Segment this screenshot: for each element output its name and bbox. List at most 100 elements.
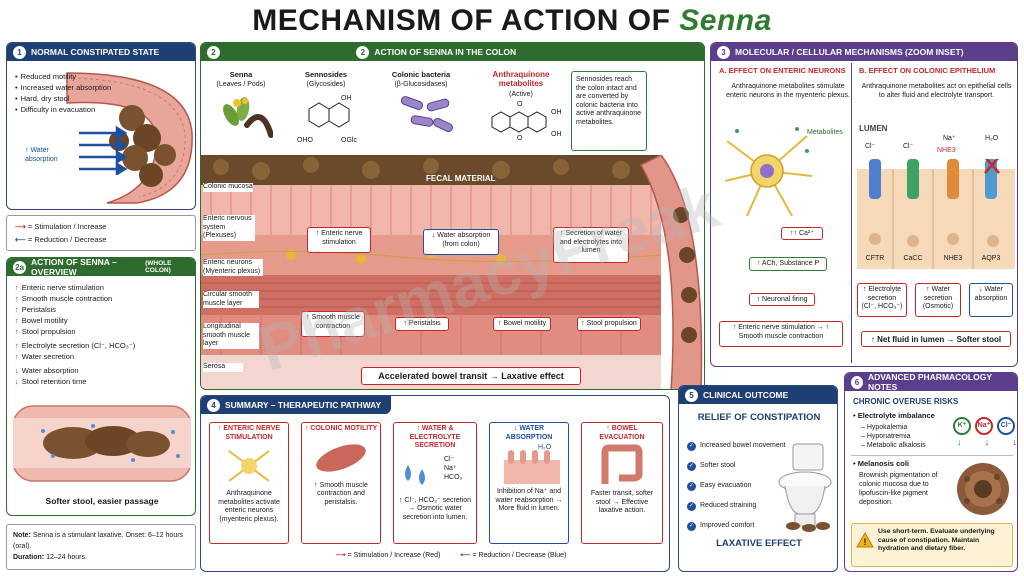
nhe3-top-label: NHE3 — [937, 147, 956, 154]
list-item: ✓Easy evacuation — [687, 482, 752, 491]
list-item: ✓Reduced straining — [687, 502, 757, 511]
blue-arrow-icon: ⟵ — [15, 235, 26, 244]
layer-label: Longitudinal smooth muscle layer — [203, 323, 259, 349]
potassium-ion-icon: K⁺ — [953, 417, 971, 435]
water-secretion-box: ↑ Water secretion (Osmotic) — [915, 283, 961, 317]
propulsion-box: ↑ Stool propulsion — [577, 317, 641, 331]
neuron-illustration — [724, 127, 813, 217]
layer-label: Colonic mucosa — [203, 183, 253, 192]
overview-caption: Softer stool, easier passage — [45, 496, 159, 506]
legend-arrows: ⟶ = Stimulation / Increase ⟵ = Reduction… — [6, 215, 196, 251]
lumen-label: LUMEN — [859, 124, 888, 133]
warning-box: ! Use short-term. Evaluate underlying ca… — [851, 523, 1013, 567]
warning-icon: ! — [856, 532, 874, 548]
water-arrows-icon — [79, 125, 127, 175]
chronic-overuse-title: CHRONIC OVERUSE RISKS — [853, 397, 959, 406]
panel-1-title: NORMAL CONSTIPATED STATE — [31, 47, 160, 57]
sennosides-sub: (Glycosides) — [306, 81, 346, 88]
anthra-name: Anthraquinone metabolites — [492, 70, 550, 88]
epithelium-illustration — [857, 159, 1015, 269]
channel-label: CFTR — [865, 255, 885, 262]
chloride-ion-icon: Cl⁻ — [997, 417, 1015, 435]
check-icon: ✓ — [687, 442, 696, 451]
title-highlight: Senna — [679, 4, 772, 37]
legend-reduction: ⟵ = Reduction / Decrease (Blue) — [460, 552, 567, 559]
layer-label: Serosa — [203, 363, 243, 372]
bacteria-sub: (β-Glucosidases) — [394, 81, 448, 88]
epithelium-section-title: B. EFFECT ON COLONIC EPITHELIUM — [859, 66, 996, 75]
list-item: •Difficulty in evacuation — [15, 105, 96, 114]
anthraquinone-structure — [491, 111, 547, 133]
transit-box: Accelerated bowel transit → Laxative eff… — [361, 367, 581, 385]
list-item: ↑Peristalsis — [15, 305, 56, 314]
electrolyte-imbalance-title: • Electrolyte imbalance — [853, 411, 935, 420]
list-item: – Hypokalemia — [861, 424, 908, 431]
water-drop-icon — [405, 464, 425, 485]
note-onset: Note: Senna is a stimulant laxative. Ons… — [13, 532, 184, 550]
soft-stool-colon-illustration — [13, 405, 191, 482]
list-item: ↓Stool retention time — [15, 377, 87, 386]
colon-cross-section — [201, 155, 703, 389]
neuron-section-text: Anthraquinone metabolites stimulate ente… — [726, 83, 850, 99]
motility-box: ↑ Bowel motility — [493, 317, 551, 331]
list-item: ↑Water secretion — [15, 352, 74, 361]
chloride-label: Cl⁻ — [903, 143, 914, 150]
svg-text:!: ! — [864, 537, 867, 547]
check-icon: ✓ — [687, 502, 696, 511]
title-main: MECHANISM OF ACTION OF — [252, 4, 680, 37]
overview-down-list: ↓Water absorption ↓Stool retention time — [15, 365, 190, 387]
pathway-step-3: ↑ WATER & ELECTROLYTE SECRETION Cl⁻Na⁺HC… — [393, 422, 477, 544]
channel-label: AQP3 — [981, 255, 1001, 262]
check-icon: ✓ — [687, 462, 696, 471]
sennosides-note: Sennosides reach the colon intact and ar… — [571, 71, 647, 151]
muscle-icon — [316, 443, 366, 472]
channel-label: CaCC — [903, 255, 923, 262]
pathway-step-1: ↑ ENTERIC NERVE STIMULATION Anthraquinon… — [209, 422, 289, 544]
sodium-ion-icon: Na⁺ — [975, 417, 993, 435]
check-icon: ✓ — [687, 482, 696, 491]
melanosis-title: • Melanosis coli — [853, 459, 909, 468]
neuron-result-box: ↑ Enteric nerve stimulation → ↑ Smooth m… — [719, 321, 843, 347]
water-absorption-box: ↓ Water absorption(from colon) — [423, 229, 499, 255]
nerve-stimulation-box: ↑ Enteric nerve stimulation — [307, 227, 371, 253]
neuron-section-title: A. EFFECT ON ENTERIC NEURONS — [719, 66, 846, 75]
layer-label: Enteric nervous system (Plexuses) — [203, 215, 255, 241]
sennoside-structure — [308, 102, 350, 128]
channel-label: NHE3 — [943, 255, 963, 262]
senna-sub: (Leaves / Pods) — [216, 81, 266, 88]
list-item: ✓Softer stool — [687, 462, 736, 471]
imbalance-list: – Hypokalemia – Hyponatremia – Metabolic… — [861, 423, 926, 450]
pathway-step-4: ↓ WATER ABSORPTION H₂O Inhibition of Na⁺… — [489, 422, 569, 544]
net-fluid-box: ↑ Net fluid in lumen → Softer stool — [861, 331, 1011, 347]
list-item: ↑Enteric nerve stimulation — [15, 283, 104, 292]
smooth-muscle-box: ↑ Smooth muscle contraction — [301, 311, 365, 337]
water-label: H₂O — [985, 135, 999, 142]
sodium-label: Na⁺ — [943, 135, 956, 142]
list-item: ↑Bowel motility — [15, 316, 68, 325]
panel-1-number: 1 — [13, 45, 26, 59]
peristalsis-box: ↑ Peristalsis — [395, 317, 449, 331]
notes-divider — [851, 455, 1013, 456]
villi-icon — [504, 450, 560, 484]
panel-3-divider — [851, 63, 852, 363]
fecal-material-label: FECAL MATERIAL — [426, 174, 496, 183]
list-item: – Hyponatremia — [861, 433, 911, 440]
red-arrow-icon: ⟶ — [15, 222, 26, 231]
colon-icon — [601, 444, 643, 484]
legend-stimulation: ⟶ = Stimulation / Increase (Red) — [335, 552, 441, 559]
layer-label: Circular smooth muscle layer — [203, 291, 259, 308]
melanosis-illustration — [957, 463, 1009, 515]
list-item: ↑Stool propulsion — [15, 327, 76, 336]
note-box: Note: Senna is a stimulant laxative. Ons… — [6, 524, 196, 570]
bacteria-name: Colonic bacteria — [391, 70, 451, 79]
note-duration: Duration: 12–24 hours. — [13, 554, 87, 561]
